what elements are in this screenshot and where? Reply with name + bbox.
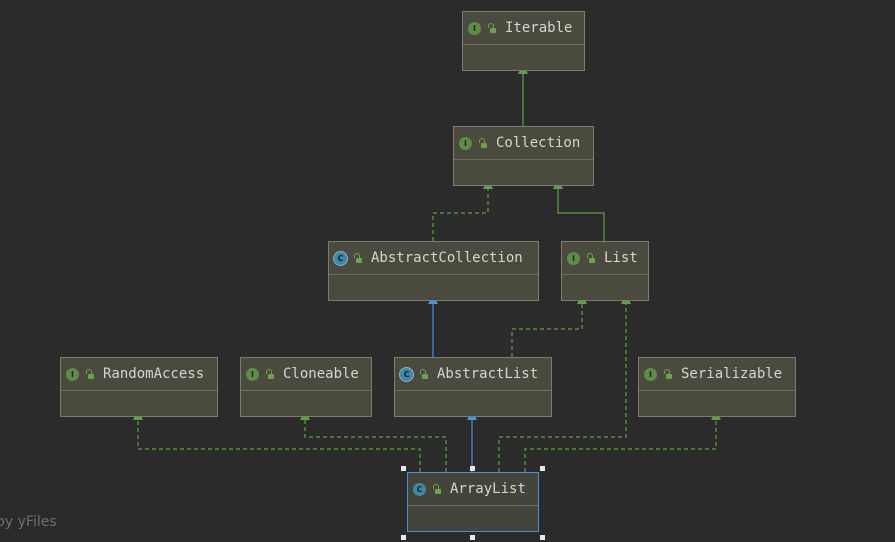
selection-handle-top-right[interactable] — [540, 466, 545, 471]
node-header: I List — [562, 242, 648, 275]
node-header: C AbstractCollection — [329, 242, 538, 275]
node-array-list[interactable]: C ArrayList — [407, 472, 539, 532]
public-lock-icon — [586, 253, 596, 263]
interface-icon: I — [459, 136, 472, 150]
public-lock-icon — [663, 369, 673, 379]
node-label: ArrayList — [450, 481, 526, 497]
node-header: C ArrayList — [408, 473, 538, 506]
selection-handle-top-left[interactable] — [401, 466, 406, 471]
node-header: I Serializable — [639, 358, 795, 391]
interface-icon: I — [567, 251, 580, 265]
abstract-class-icon: C — [400, 367, 413, 381]
edge-list-to-collection[interactable] — [557, 189, 605, 241]
selection-handle-bottom-right[interactable] — [540, 535, 545, 540]
node-serializable[interactable]: I Serializable — [638, 357, 796, 417]
node-header: C AbstractList — [395, 358, 551, 391]
interface-icon: I — [468, 21, 481, 35]
selection-handle-bottom[interactable] — [470, 535, 475, 540]
selection-handle-top[interactable] — [470, 466, 475, 471]
node-header: I Iterable — [463, 12, 584, 45]
node-label: Cloneable — [283, 366, 359, 382]
edge-array-list-to-list[interactable] — [498, 304, 627, 472]
public-lock-icon — [419, 369, 429, 379]
selection-handle-bottom-left[interactable] — [401, 535, 406, 540]
interface-icon: I — [644, 367, 657, 381]
abstract-class-icon: C — [334, 251, 347, 265]
node-collection[interactable]: I Collection — [453, 126, 594, 186]
edge-abstract-list-to-list[interactable] — [511, 304, 583, 357]
node-random-access[interactable]: I RandomAccess — [60, 357, 218, 417]
node-label: Iterable — [505, 20, 573, 36]
public-lock-icon — [487, 23, 497, 33]
node-list[interactable]: I List — [561, 241, 649, 301]
node-label: List — [604, 250, 638, 266]
public-lock-icon — [478, 138, 488, 148]
class-icon: C — [413, 482, 426, 496]
node-label: RandomAccess — [103, 366, 205, 382]
node-label: AbstractList — [437, 366, 539, 382]
node-header: I Collection — [454, 127, 593, 160]
public-lock-icon — [85, 369, 95, 379]
watermark: by yFiles — [0, 514, 57, 530]
node-iterable[interactable]: I Iterable — [462, 11, 585, 71]
public-lock-icon — [432, 484, 442, 494]
edge-abstract-collection-to-collection[interactable] — [432, 189, 489, 241]
interface-icon: I — [66, 367, 79, 381]
node-cloneable[interactable]: I Cloneable — [240, 357, 372, 417]
edge-array-list-to-serializable[interactable] — [524, 420, 717, 472]
node-label: Collection — [496, 135, 581, 151]
node-abstract-list[interactable]: C AbstractList — [394, 357, 552, 417]
node-label: AbstractCollection — [371, 250, 523, 266]
public-lock-icon — [265, 369, 275, 379]
node-header: I RandomAccess — [61, 358, 217, 391]
node-abstract-collection[interactable]: C AbstractCollection — [328, 241, 539, 301]
interface-icon: I — [246, 367, 259, 381]
public-lock-icon — [353, 253, 363, 263]
node-label: Serializable — [681, 366, 783, 382]
edge-array-list-to-cloneable[interactable] — [304, 420, 447, 472]
node-header: I Cloneable — [241, 358, 371, 391]
edge-array-list-to-random-access[interactable] — [137, 420, 421, 472]
